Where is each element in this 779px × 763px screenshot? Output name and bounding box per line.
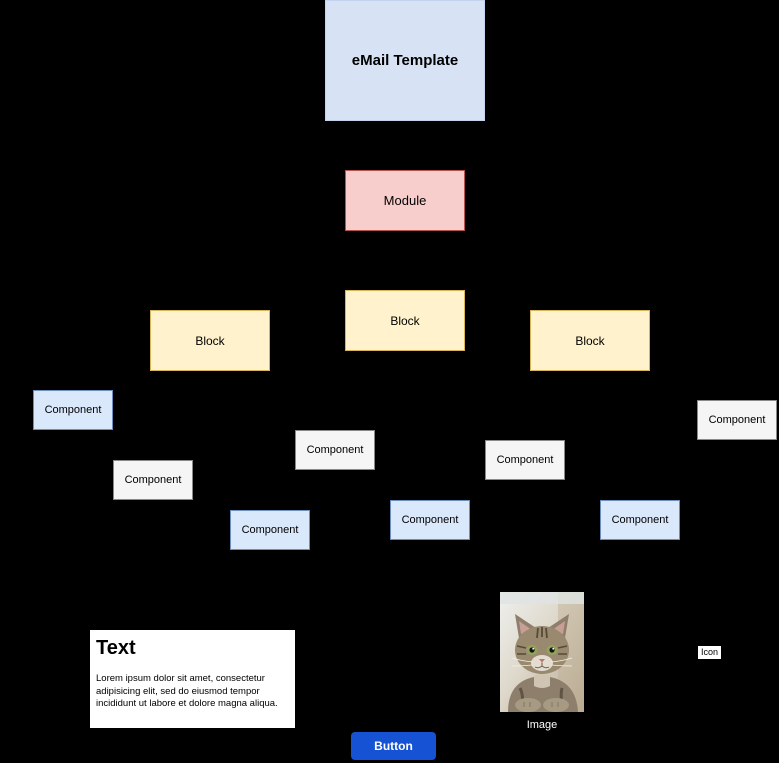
- node-component-6[interactable]: Component: [485, 440, 565, 480]
- node-component-8[interactable]: Component: [697, 400, 777, 440]
- node-component-7[interactable]: Component: [600, 500, 680, 540]
- node-block-left[interactable]: Block: [150, 310, 270, 371]
- button-node[interactable]: Button: [351, 732, 436, 760]
- node-email-template[interactable]: eMail Template: [325, 0, 485, 121]
- text-card-title: Text: [96, 637, 136, 659]
- image-node-caption: Image: [526, 719, 558, 731]
- node-image-kitten-photo[interactable]: [500, 592, 584, 712]
- node-component-1[interactable]: Component: [33, 390, 113, 430]
- node-component-4[interactable]: Component: [230, 510, 310, 550]
- node-text-card[interactable]: Text Lorem ipsum dolor sit amet, consect…: [90, 630, 295, 728]
- node-component-5[interactable]: Component: [390, 500, 470, 540]
- node-module[interactable]: Module: [345, 170, 465, 231]
- kitten-photo-illustration: [500, 592, 584, 712]
- node-block-center[interactable]: Block: [345, 290, 465, 351]
- node-component-3[interactable]: Component: [295, 430, 375, 470]
- node-icon[interactable]: Icon: [698, 646, 722, 659]
- node-block-right[interactable]: Block: [530, 310, 650, 371]
- node-component-2[interactable]: Component: [113, 460, 193, 500]
- text-card-body: Lorem ipsum dolor sit amet, consectetur …: [96, 673, 278, 710]
